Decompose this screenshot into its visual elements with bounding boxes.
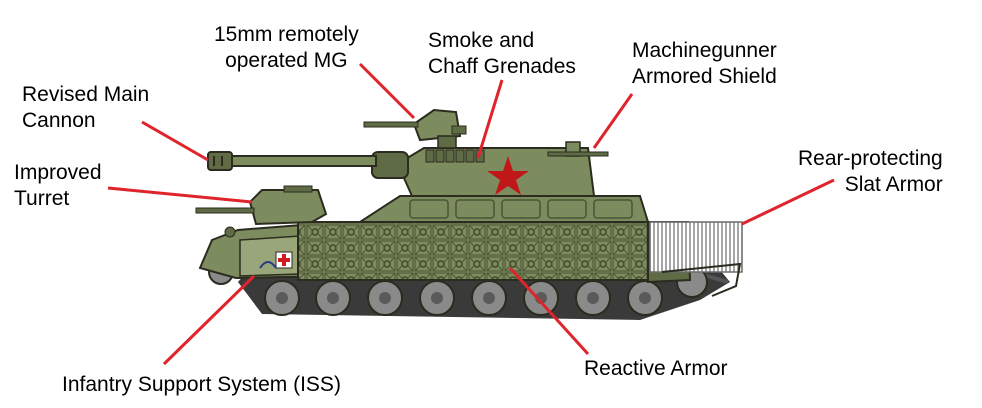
label-reactive: Reactive Armor (584, 357, 728, 380)
front-turret-hatch (283, 185, 313, 193)
iss-sensor (259, 261, 277, 269)
leader-smoke (476, 79, 504, 159)
mg-mount (437, 135, 457, 149)
rear-fender (661, 262, 742, 297)
red-star-icon (487, 156, 529, 195)
mg-station (412, 108, 462, 142)
upper-hull (356, 195, 650, 223)
label-smoke: Smoke and Chaff Grenades (428, 29, 576, 78)
leader-slat (741, 178, 835, 226)
muzzle-brake (207, 151, 233, 171)
main-cannon-barrel (225, 155, 377, 167)
leader-mg (358, 62, 416, 120)
gun-mantlet (371, 151, 409, 179)
wheel-hubs (276, 292, 651, 304)
hull-panels (409, 199, 633, 219)
front-turret-gun (195, 207, 255, 214)
label-cannon: Revised Main Cannon (22, 83, 150, 132)
front-turret (248, 189, 328, 226)
label-iss: Infantry Support System (ISS) (62, 373, 341, 396)
leader-lines (107, 62, 835, 366)
leader-cannon (141, 120, 209, 162)
leader-shield (592, 93, 634, 149)
label-shield: Machinegunner Armored Shield (632, 39, 777, 88)
reactive-armor (297, 221, 651, 281)
leader-turret (107, 186, 253, 204)
leader-reactive (508, 266, 590, 356)
headlight (224, 226, 236, 238)
gunner-mg (547, 151, 609, 157)
mg-barrel (363, 121, 419, 128)
mg-sight (451, 125, 467, 135)
leader-iss (162, 274, 256, 366)
label-mg: 15mm remotely operated MG (214, 23, 359, 72)
slat-armor (649, 221, 743, 273)
label-turret: Improved Turret (14, 161, 102, 210)
label-slat: Rear-protecting Slat Armor (798, 147, 943, 196)
